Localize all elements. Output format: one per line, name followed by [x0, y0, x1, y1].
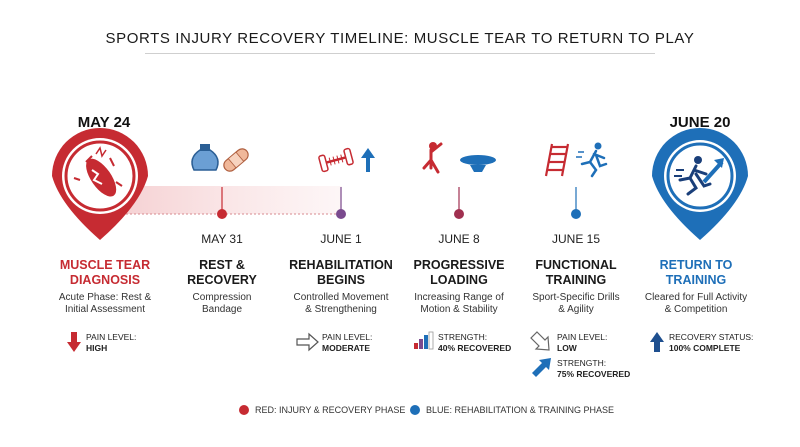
ice-pack-bandage-icon	[191, 144, 249, 172]
strength-75: STRENGTH: 75% RECOVERED	[557, 358, 631, 379]
milestone-progressive-loading: PROGRESSIVE LOADING Increasing Range of …	[400, 258, 518, 316]
milestone-title: REHABILITATION BEGINS	[289, 258, 393, 287]
milestone-marker-june15	[571, 187, 581, 219]
stretch-balance-board-icon	[422, 142, 496, 174]
milestone-title: MUSCLE TEAR DIAGNOSIS	[59, 258, 151, 287]
milestone-return-to-training: RETURN TO TRAINING Cleared for Full Acti…	[637, 258, 755, 316]
end-pin	[652, 128, 748, 240]
page-title: SPORTS INJURY RECOVERY TIMELINE: MUSCLE …	[105, 30, 695, 47]
bar-chart-icon	[414, 331, 434, 350]
date-june1: JUNE 1	[320, 232, 362, 246]
milestone-marker-june8	[454, 187, 464, 219]
runner-arrow-icon	[674, 156, 724, 196]
milestone-title: FUNCTIONAL TRAINING	[535, 258, 617, 287]
milestone-description: Cleared for Full Activity & Competition	[644, 292, 748, 315]
title-divider	[145, 53, 655, 54]
date-june15: JUNE 15	[551, 232, 601, 246]
pain-level-low: PAIN LEVEL: LOW	[557, 332, 608, 353]
muscle-tear-icon	[73, 146, 123, 197]
milestone-description: Compression Bandage	[192, 292, 252, 315]
milestone-description: Increasing Range of Motion & Stability	[414, 292, 504, 315]
legend-red-dot	[239, 405, 249, 415]
milestone-title: REST & RECOVERY	[187, 258, 257, 287]
start-date: MAY 24	[77, 114, 131, 131]
milestone-title: RETURN TO TRAINING	[659, 258, 733, 287]
legend-red-label: RED: INJURY & RECOVERY PHASE	[255, 405, 406, 415]
ladder-runner-icon	[544, 142, 608, 178]
milestone-rehabilitation: REHABILITATION BEGINS Controlled Movemen…	[282, 258, 400, 316]
date-may31: MAY 31	[201, 232, 243, 246]
milestone-description: Acute Phase: Rest & Initial Assessment	[58, 292, 152, 315]
arrow-down-icon	[67, 332, 81, 352]
arrow-up-icon	[650, 332, 664, 352]
arrow-right-icon	[296, 332, 319, 352]
milestone-description: Controlled Movement & Strengthening	[293, 292, 389, 315]
injury-phase-shade	[110, 186, 342, 214]
milestone-title: PROGRESSIVE LOADING	[413, 258, 505, 287]
recovery-status: RECOVERY STATUS: 100% COMPLETE	[669, 332, 754, 353]
legend-blue-label: BLUE: REHABILITATION & TRAINING PHASE	[426, 405, 615, 415]
milestone-functional-training: FUNCTIONAL TRAINING Sport-Specific Drill…	[517, 258, 635, 316]
pain-level-moderate: PAIN LEVEL: MODERATE	[322, 332, 373, 353]
date-june8: JUNE 8	[438, 232, 480, 246]
milestone-marker-may31	[217, 187, 227, 219]
milestone-rest-recovery: REST & RECOVERY Compression Bandage	[163, 258, 281, 316]
legend-blue-dot	[410, 405, 420, 415]
strength-40: STRENGTH: 40% RECOVERED	[438, 332, 512, 353]
arrow-up-right-icon	[532, 358, 551, 377]
arrow-down-right-icon	[530, 331, 550, 351]
pain-level-high: PAIN LEVEL: HIGH	[86, 332, 137, 353]
dumbbell-arrow-up-icon	[318, 147, 375, 173]
milestone-description: Sport-Specific Drills & Agility	[532, 292, 620, 315]
milestone-marker-june1	[336, 187, 346, 219]
end-date: JUNE 20	[669, 114, 731, 131]
milestone-muscle-tear: MUSCLE TEAR DIAGNOSIS Acute Phase: Rest …	[46, 258, 164, 316]
